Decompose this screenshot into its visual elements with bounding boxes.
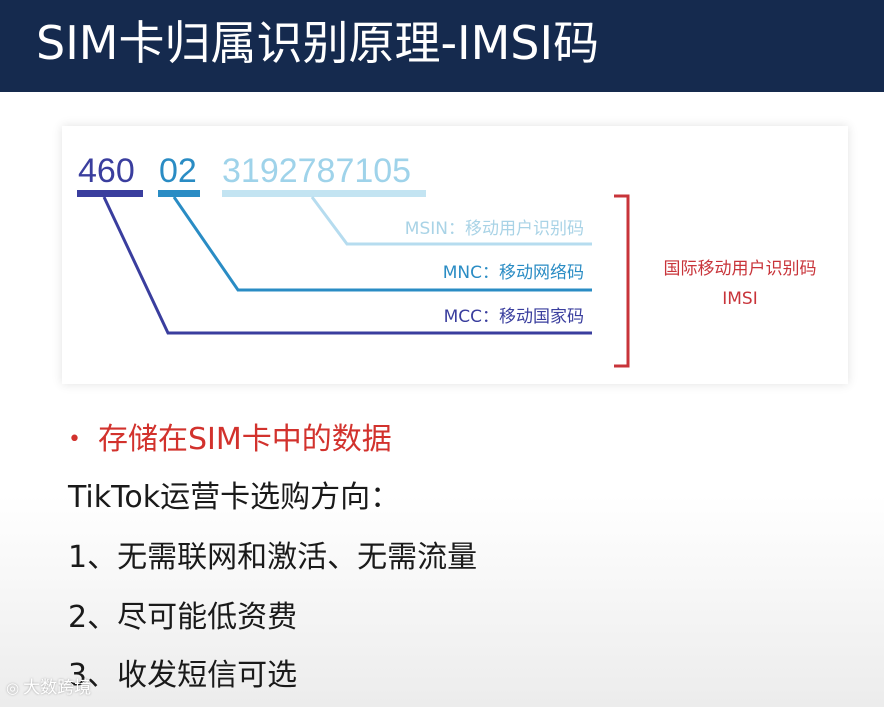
bullet-text: 存储在SIM卡中的数据 — [98, 422, 392, 457]
body-line-4: 3、收发短信可选 — [68, 658, 298, 693]
imsi-diagram: 460 02 3192787105 MSIN：移动用户识别码 MNC：移动网络码… — [62, 126, 848, 384]
msin-underline — [222, 190, 426, 197]
body-line-2: 1、无需联网和激活、无需流量 — [68, 540, 478, 575]
watermark: ◎大数跨境 — [6, 676, 91, 700]
mnc-underline — [158, 190, 200, 197]
watermark-text: 大数跨境 — [23, 678, 92, 698]
highlight-bullet: • 存储在SIM卡中的数据 — [68, 420, 392, 460]
bullet-dot: • — [68, 427, 81, 452]
imsi-group-label: 国际移动用户识别码 — [664, 259, 817, 279]
msin-connector — [310, 196, 592, 246]
mnc-label: MNC：移动网络码 — [443, 263, 584, 283]
msin-value: 3192787105 — [222, 152, 411, 190]
watermark-logo-icon: ◎ — [6, 679, 20, 697]
imsi-group-abbrev: IMSI — [722, 289, 758, 309]
imsi-diagram-svg: 460 02 3192787105 MSIN：移动用户识别码 MNC：移动网络码… — [77, 152, 817, 368]
body-line-3: 2、尽可能低资费 — [68, 600, 298, 635]
mcc-connector — [102, 196, 592, 335]
imsi-bracket — [614, 194, 630, 368]
msin-label: MSIN：移动用户识别码 — [405, 219, 584, 239]
mnc-value: 02 — [159, 152, 197, 190]
mcc-underline — [77, 190, 143, 197]
body-line-1: TikTok运营卡选购方向： — [68, 480, 401, 515]
mcc-label: MCC：移动国家码 — [444, 307, 584, 327]
mnc-connector — [172, 196, 592, 292]
mcc-value: 460 — [78, 152, 135, 190]
slide-title: SIM卡归属识别原理-IMSI码 — [36, 16, 600, 70]
title-bar: SIM卡归属识别原理-IMSI码 — [0, 0, 884, 92]
